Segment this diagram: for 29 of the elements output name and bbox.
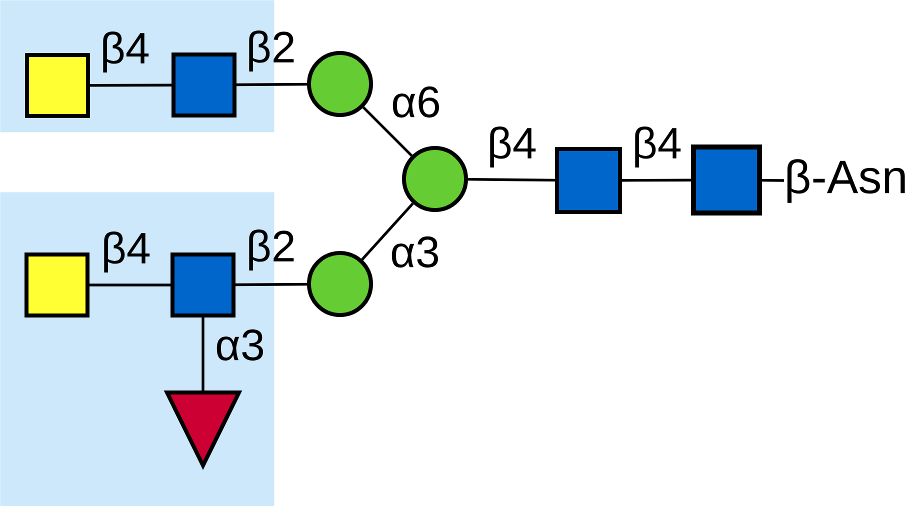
circle-symbol xyxy=(307,251,373,317)
edge-label: α3 xyxy=(216,329,264,361)
connector-line xyxy=(90,284,170,286)
edge-label: β2 xyxy=(249,230,294,270)
edge-label: β4 xyxy=(635,126,681,168)
connector-line xyxy=(762,178,784,182)
edge-label: α6 xyxy=(392,86,440,118)
end-label: β-Asn xyxy=(787,159,905,203)
edge-label: β2 xyxy=(249,30,294,72)
square-symbol xyxy=(172,52,236,118)
edge-label: β4 xyxy=(490,126,536,168)
circle-symbol xyxy=(402,146,468,212)
circle-symbol xyxy=(307,51,373,117)
connector-line xyxy=(90,84,172,87)
square-symbol xyxy=(555,147,622,214)
edge-label: α3 xyxy=(392,236,438,268)
edge-label: β4 xyxy=(103,32,149,72)
connector-line xyxy=(202,318,204,392)
connector-line xyxy=(362,106,413,157)
square-symbol xyxy=(24,252,90,318)
connector-line xyxy=(236,82,308,86)
connector-line xyxy=(361,202,414,260)
square-symbol xyxy=(25,53,90,118)
edge-label: β4 xyxy=(104,232,150,272)
connector-line xyxy=(468,178,556,182)
square-symbol xyxy=(691,144,762,216)
square-symbol xyxy=(170,252,236,318)
connector-line xyxy=(622,178,692,182)
connector-line xyxy=(236,282,308,286)
